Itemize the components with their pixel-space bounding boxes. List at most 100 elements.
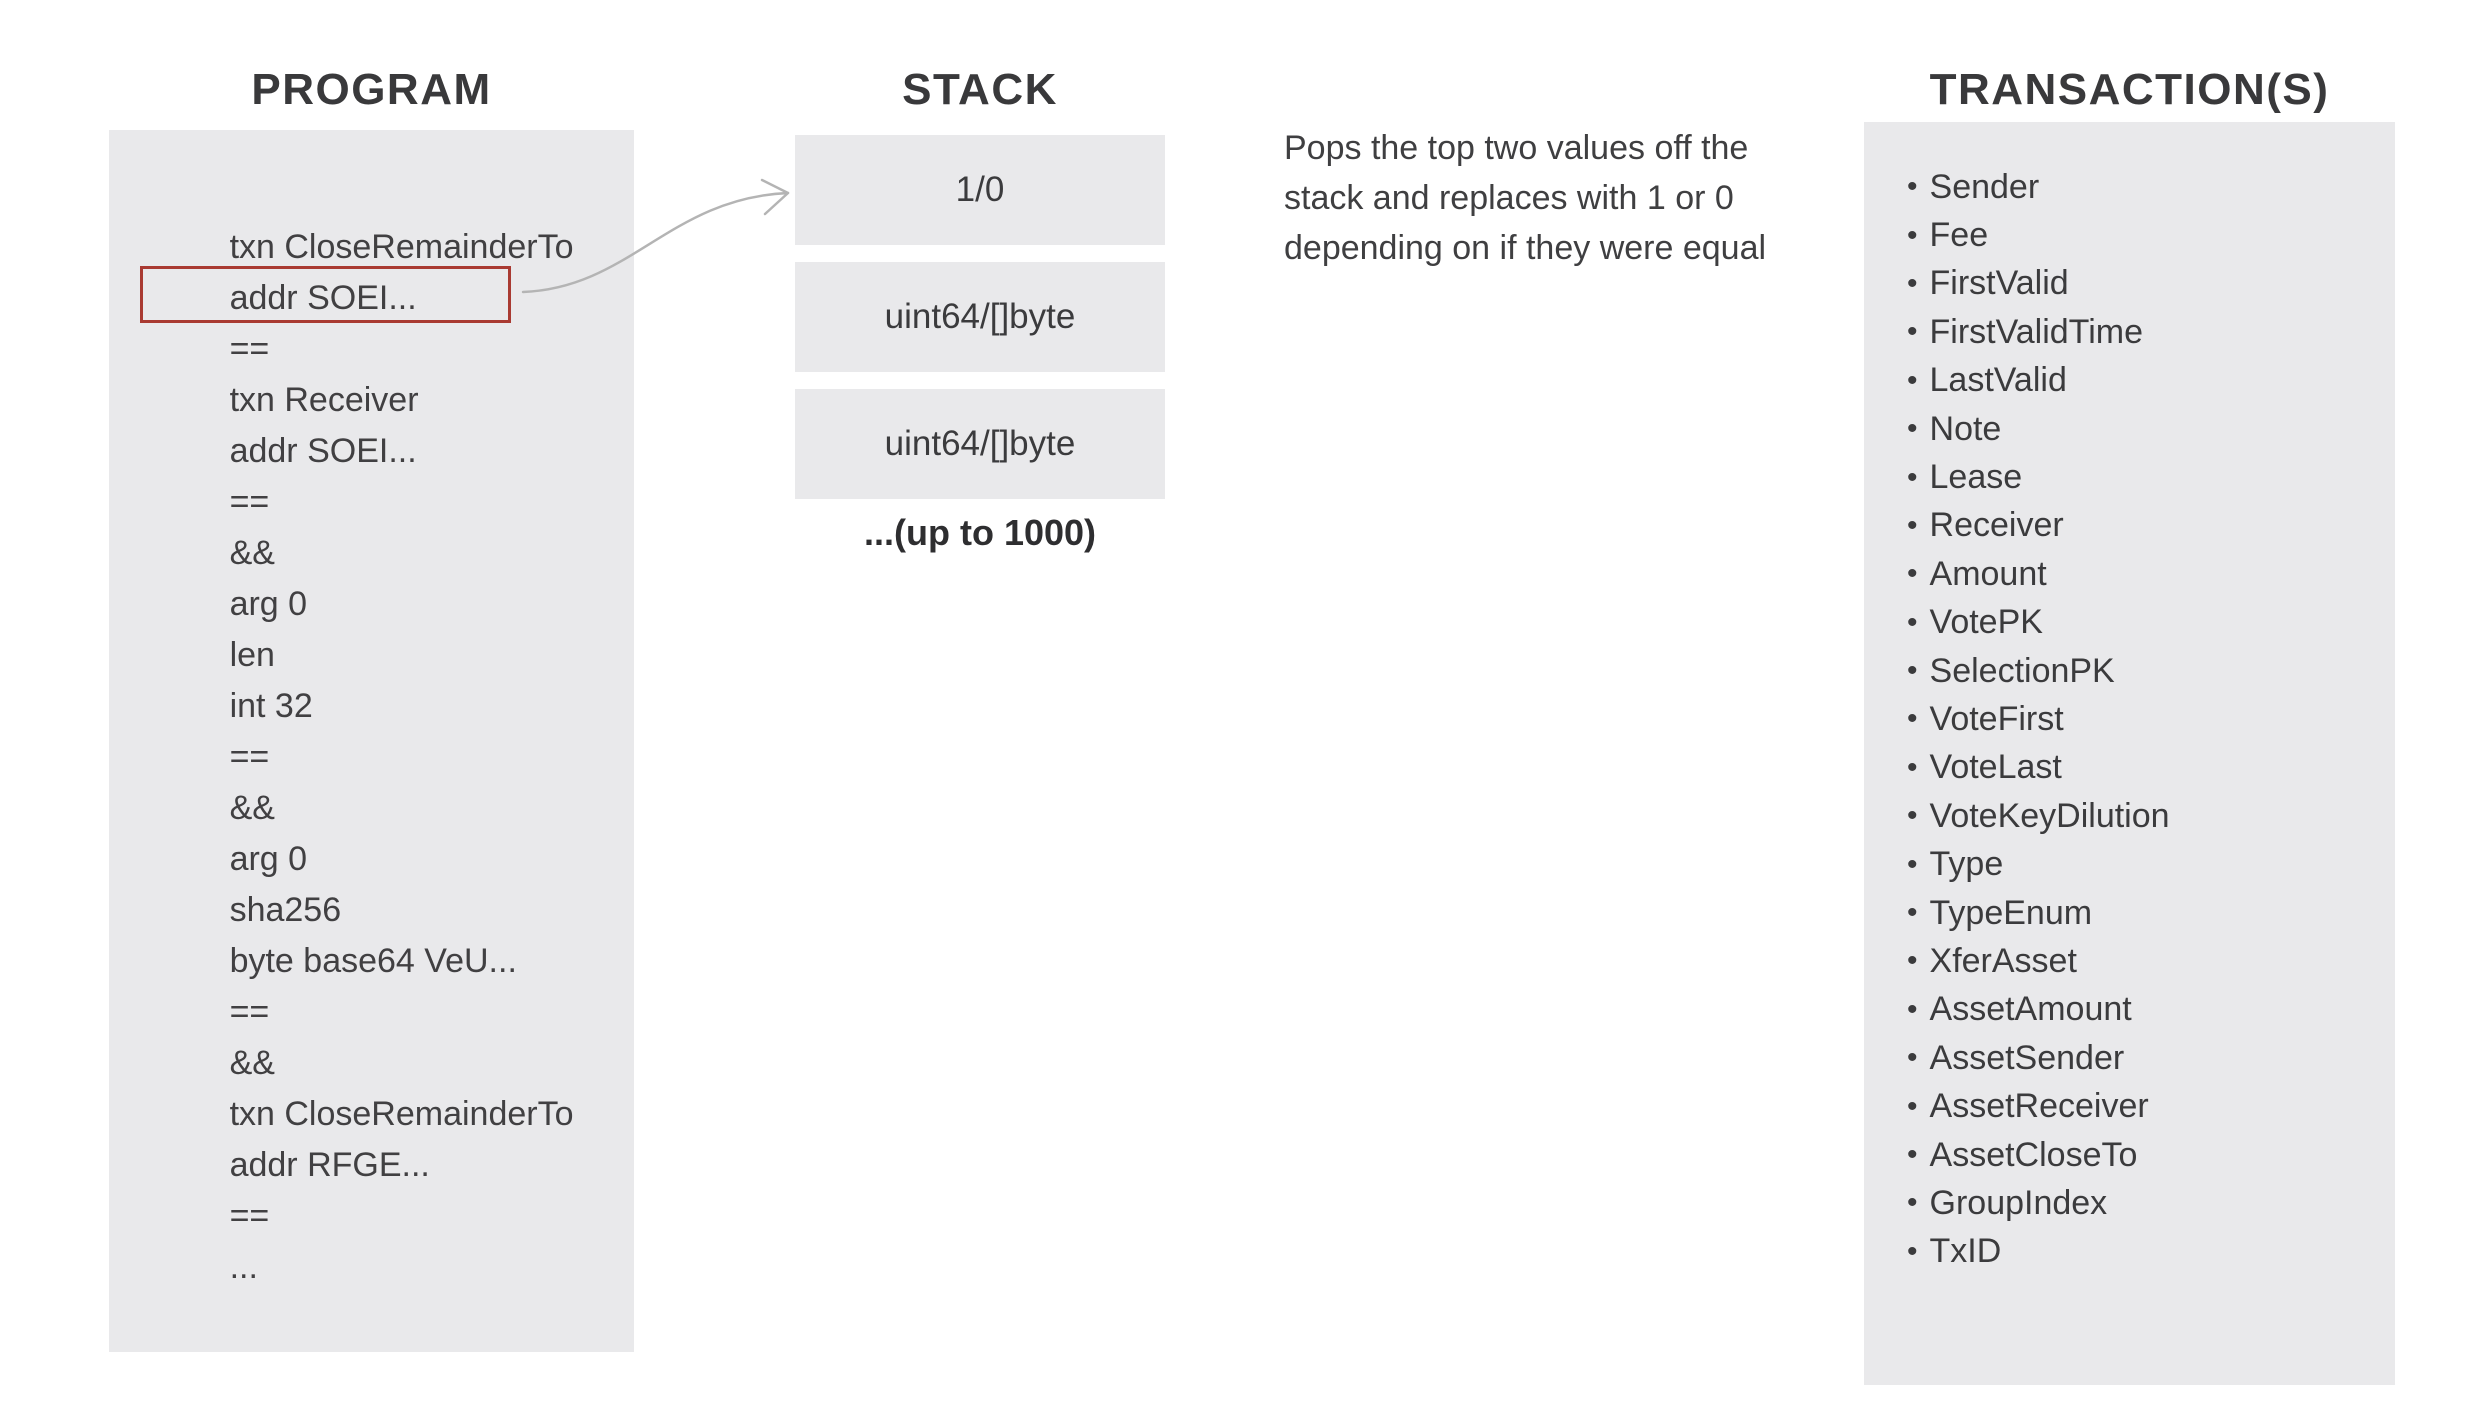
program-code-text: txn CloseRemainderTo: [229, 228, 574, 266]
bullet-icon: •: [1907, 944, 1918, 978]
program-code-line: int 32: [154, 630, 634, 725]
transaction-field-label: Lease: [1929, 458, 2023, 497]
program-code-line: ...: [154, 1191, 634, 1286]
transactions-panel: • Sender • Fee • FirstValid • FirstValid…: [1864, 122, 2395, 1385]
transaction-field-item: • Receiver: [1907, 502, 2395, 550]
bullet-icon: •: [1907, 460, 1918, 494]
bullet-icon: •: [1907, 847, 1918, 881]
program-code-line: addr SOEI...: [154, 222, 634, 317]
bullet-icon: •: [1907, 992, 1918, 1026]
transaction-field-item: • TxID: [1907, 1228, 2395, 1276]
stack-slot: uint64/[]byte: [795, 262, 1165, 372]
stack-slot: 1/0: [795, 135, 1165, 245]
transaction-field-label: Receiver: [1929, 506, 2064, 545]
transaction-field-label: FirstValid: [1929, 264, 2069, 303]
transaction-field-label: SelectionPK: [1929, 651, 2115, 690]
opcode-description-line: Pops the top two values off the: [1284, 129, 1749, 167]
program-code-text: arg 0: [229, 585, 308, 623]
program-code-text: len: [229, 636, 275, 674]
transaction-field-item: • VoteFirst: [1907, 695, 2395, 743]
program-code-line: arg 0: [154, 528, 634, 623]
bullet-icon: •: [1907, 1138, 1918, 1171]
transaction-field-item: • Amount: [1907, 550, 2395, 598]
transaction-field-label: Sender: [1929, 167, 2040, 206]
bullet-icon: •: [1907, 1234, 1918, 1268]
program-code-text: &&: [229, 1044, 275, 1082]
bullet-icon: •: [1907, 750, 1918, 784]
program-code-text: &&: [229, 534, 275, 572]
transaction-field-label: TxID: [1929, 1232, 2002, 1271]
transaction-field-item: • Type: [1907, 840, 2395, 888]
transaction-field-label: VoteFirst: [1929, 699, 2064, 738]
program-title: PROGRAM: [251, 65, 492, 114]
program-code-line: byte base64 VeU...: [154, 885, 634, 980]
transaction-field-label: Note: [1929, 409, 2002, 448]
transaction-field-item: • Lease: [1907, 453, 2395, 501]
program-code-text: txn Receiver: [229, 381, 419, 419]
program-code-text: ==: [229, 330, 270, 368]
program-code-line: arg 0: [154, 783, 634, 878]
stack-slot-label: uint64/[]byte: [884, 424, 1076, 463]
transaction-field-item: • VotePK: [1907, 599, 2395, 647]
transaction-field-label: XferAsset: [1929, 941, 2077, 980]
program-code-text: addr RFGE...: [229, 1146, 430, 1184]
program-code-line: addr RFGE...: [154, 1089, 634, 1184]
transaction-field-item: • TypeEnum: [1907, 889, 2395, 937]
bullet-icon: •: [1907, 218, 1918, 252]
program-code-line: &&: [154, 732, 634, 827]
bullet-icon: •: [1907, 170, 1918, 204]
bullet-icon: •: [1907, 702, 1918, 736]
transaction-field-item: • VoteKeyDilution: [1907, 792, 2395, 840]
program-code-line: addr SOEI...: [154, 375, 634, 470]
transaction-field-label: FirstValidTime: [1929, 312, 2143, 351]
program-code-text: ==: [229, 1197, 270, 1235]
bullet-icon: •: [1907, 1186, 1918, 1220]
transaction-field-label: VoteLast: [1929, 748, 2062, 787]
program-code-text: ...: [229, 1248, 258, 1286]
transaction-field-item: • SelectionPK: [1907, 647, 2395, 695]
transaction-field-label: AssetSender: [1929, 1038, 2125, 1077]
program-code-text: byte base64 VeU...: [229, 942, 517, 980]
transaction-field-label: VoteKeyDilution: [1929, 796, 2170, 835]
transaction-field-item: • AssetAmount: [1907, 986, 2395, 1034]
program-panel: txn CloseRemainderTo addr SOEI... == txn…: [109, 130, 634, 1352]
program-code-text: txn CloseRemainderTo: [229, 1095, 574, 1133]
bullet-icon: •: [1907, 605, 1918, 639]
transaction-field-item: • Sender: [1907, 163, 2395, 211]
bullet-icon: •: [1907, 799, 1918, 833]
bullet-icon: •: [1907, 654, 1918, 688]
program-code-text: addr SOEI...: [229, 279, 417, 317]
program-code-line: txn CloseRemainderTo: [154, 171, 634, 266]
bullet-icon: •: [1907, 508, 1918, 542]
opcode-description-line: depending on if they were equal: [1284, 229, 1767, 267]
program-code-line: txn CloseRemainderTo: [154, 1038, 634, 1133]
transaction-field-item: • VoteLast: [1907, 744, 2395, 792]
program-code-text: ==: [229, 738, 270, 776]
stack-slot-label: uint64/[]byte: [884, 297, 1076, 336]
program-code-text: ==: [229, 993, 270, 1031]
transaction-field-label: GroupIndex: [1929, 1183, 2108, 1222]
transaction-field-item: • FirstValidTime: [1907, 308, 2395, 356]
program-code-text: addr SOEI...: [229, 432, 417, 470]
transaction-field-label: Fee: [1929, 216, 1989, 255]
transaction-field-label: TypeEnum: [1929, 893, 2093, 932]
transaction-field-label: AssetReceiver: [1929, 1087, 2149, 1126]
program-code-text: &&: [229, 789, 275, 827]
bullet-icon: •: [1907, 412, 1918, 446]
program-code-line: txn Receiver: [154, 324, 634, 419]
transaction-field-label: AssetCloseTo: [1929, 1135, 2138, 1174]
stack-capacity-note: ...(up to 1000): [863, 512, 1097, 553]
program-code-line: ==: [154, 936, 634, 1031]
transaction-field-label: LastValid: [1929, 361, 2067, 400]
bullet-icon: •: [1907, 363, 1918, 397]
program-code-line: ==: [154, 681, 634, 776]
bullet-icon: •: [1907, 266, 1918, 300]
transaction-field-item: • AssetCloseTo: [1907, 1131, 2395, 1179]
flow-arrow-icon: [521, 178, 790, 294]
transaction-field-item: • AssetReceiver: [1907, 1082, 2395, 1130]
program-code-line: &&: [154, 987, 634, 1082]
stack-panel: 1/0 uint64/[]byte uint64/[]byte: [795, 135, 1165, 499]
transaction-field-label: Type: [1929, 845, 2004, 884]
bullet-icon: •: [1907, 315, 1918, 349]
